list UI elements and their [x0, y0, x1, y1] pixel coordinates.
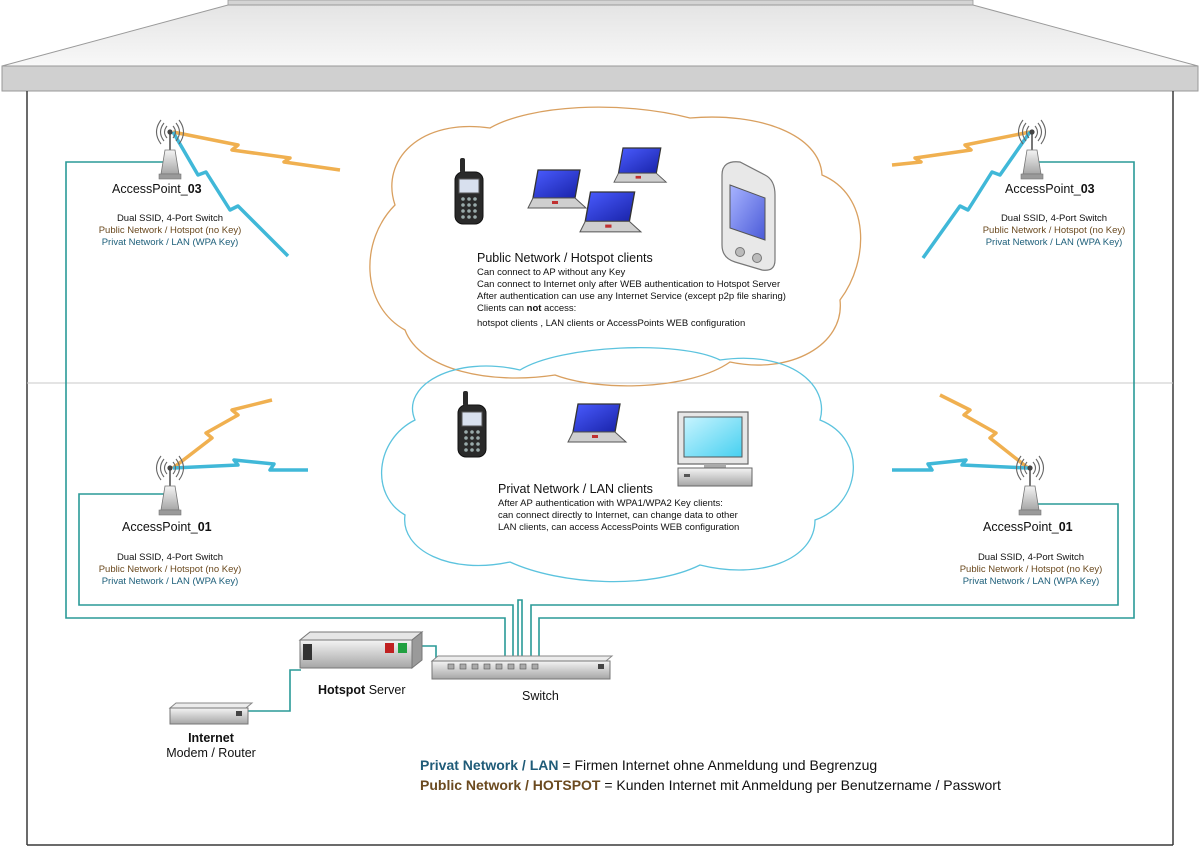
- public-network-cloud: [369, 106, 862, 387]
- antenna-icon: [1015, 455, 1045, 516]
- private-cloud-line: After AP authentication with WPA1/WPA2 K…: [498, 498, 723, 509]
- public-cloud-line: Clients can not access:: [477, 303, 577, 314]
- ap-private-ssid: Privat Network / LAN (WPA Key): [962, 576, 1100, 587]
- private-network-cloud: [381, 347, 854, 583]
- switch-label: Switch: [522, 689, 559, 703]
- ap-bottom-right-title: AccessPoint_01: [983, 520, 1073, 534]
- ap-top-left-details: Dual SSID, 4-Port Switch Public Network …: [72, 213, 268, 249]
- public-cloud-line: hotspot clients , LAN clients or AccessP…: [477, 318, 746, 329]
- legend-public-network: Public Network / HOTSPOT = Kunden Intern…: [420, 777, 1001, 793]
- hotspot-server-label: Hotspot Server: [318, 683, 406, 697]
- laptop-icon: [579, 191, 642, 233]
- ap-spec: Dual SSID, 4-Port Switch: [1000, 213, 1108, 224]
- ap-spec: Dual SSID, 4-Port Switch: [977, 552, 1085, 563]
- cellphone-icon: [454, 157, 484, 225]
- antenna-icon: [1017, 119, 1047, 180]
- modem-icon: [168, 702, 254, 725]
- ap-top-left-title: AccessPoint_03: [112, 182, 202, 196]
- ap-public-ssid: Public Network / Hotspot (no Key): [98, 225, 242, 236]
- laptop-icon: [613, 147, 667, 183]
- switch-icon: [430, 655, 614, 680]
- ap-private-ssid: Privat Network / LAN (WPA Key): [101, 237, 239, 248]
- ap-spec: Dual SSID, 4-Port Switch: [116, 552, 224, 563]
- antenna-icon: [155, 455, 185, 516]
- laptop-icon: [567, 403, 627, 443]
- legend-private-network: Privat Network / LAN = Firmen Internet o…: [420, 757, 878, 773]
- lan-cables: [65, 161, 1135, 712]
- ap-bottom-right-details: Dual SSID, 4-Port Switch Public Network …: [933, 552, 1129, 588]
- ap-top-right-details: Dual SSID, 4-Port Switch Public Network …: [956, 213, 1152, 249]
- public-cloud-line: Can connect to AP without any Key: [477, 267, 626, 278]
- internet-modem-label: Internet Modem / Router: [166, 731, 256, 760]
- public-cloud-line: Can connect to Internet only after WEB a…: [477, 279, 781, 290]
- desktop-computer-icon: [677, 411, 753, 487]
- private-cloud-line: LAN clients, can access AccessPoints WEB…: [498, 522, 740, 533]
- house-walls: [26, 91, 1174, 846]
- ap-spec: Dual SSID, 4-Port Switch: [116, 213, 224, 224]
- cellphone-icon: [457, 390, 487, 458]
- private-cloud-line: can connect directly to Internet, can ch…: [498, 510, 738, 521]
- ap-top-right-title: AccessPoint_03: [1005, 182, 1095, 196]
- antenna-icon: [155, 119, 185, 180]
- ap-private-ssid: Privat Network / LAN (WPA Key): [985, 237, 1123, 248]
- ap-private-ssid: Privat Network / LAN (WPA Key): [101, 576, 239, 587]
- laptop-icon: [527, 169, 587, 209]
- private-cloud-title: Privat Network / LAN clients: [498, 482, 653, 496]
- public-cloud-line: After authentication can use any Interne…: [477, 291, 786, 302]
- ap-public-ssid: Public Network / Hotspot (no Key): [98, 564, 242, 575]
- house-roof: [1, 0, 1199, 92]
- ap-bottom-left-title: AccessPoint_01: [122, 520, 212, 534]
- pda-icon: [721, 161, 776, 271]
- ap-public-ssid: Public Network / Hotspot (no Key): [959, 564, 1103, 575]
- lightning-icon: [171, 130, 1032, 472]
- public-cloud-title: Public Network / Hotspot clients: [477, 251, 653, 265]
- ap-bottom-left-details: Dual SSID, 4-Port Switch Public Network …: [72, 552, 268, 588]
- ap-public-ssid: Public Network / Hotspot (no Key): [982, 225, 1126, 236]
- server-icon: [298, 630, 424, 670]
